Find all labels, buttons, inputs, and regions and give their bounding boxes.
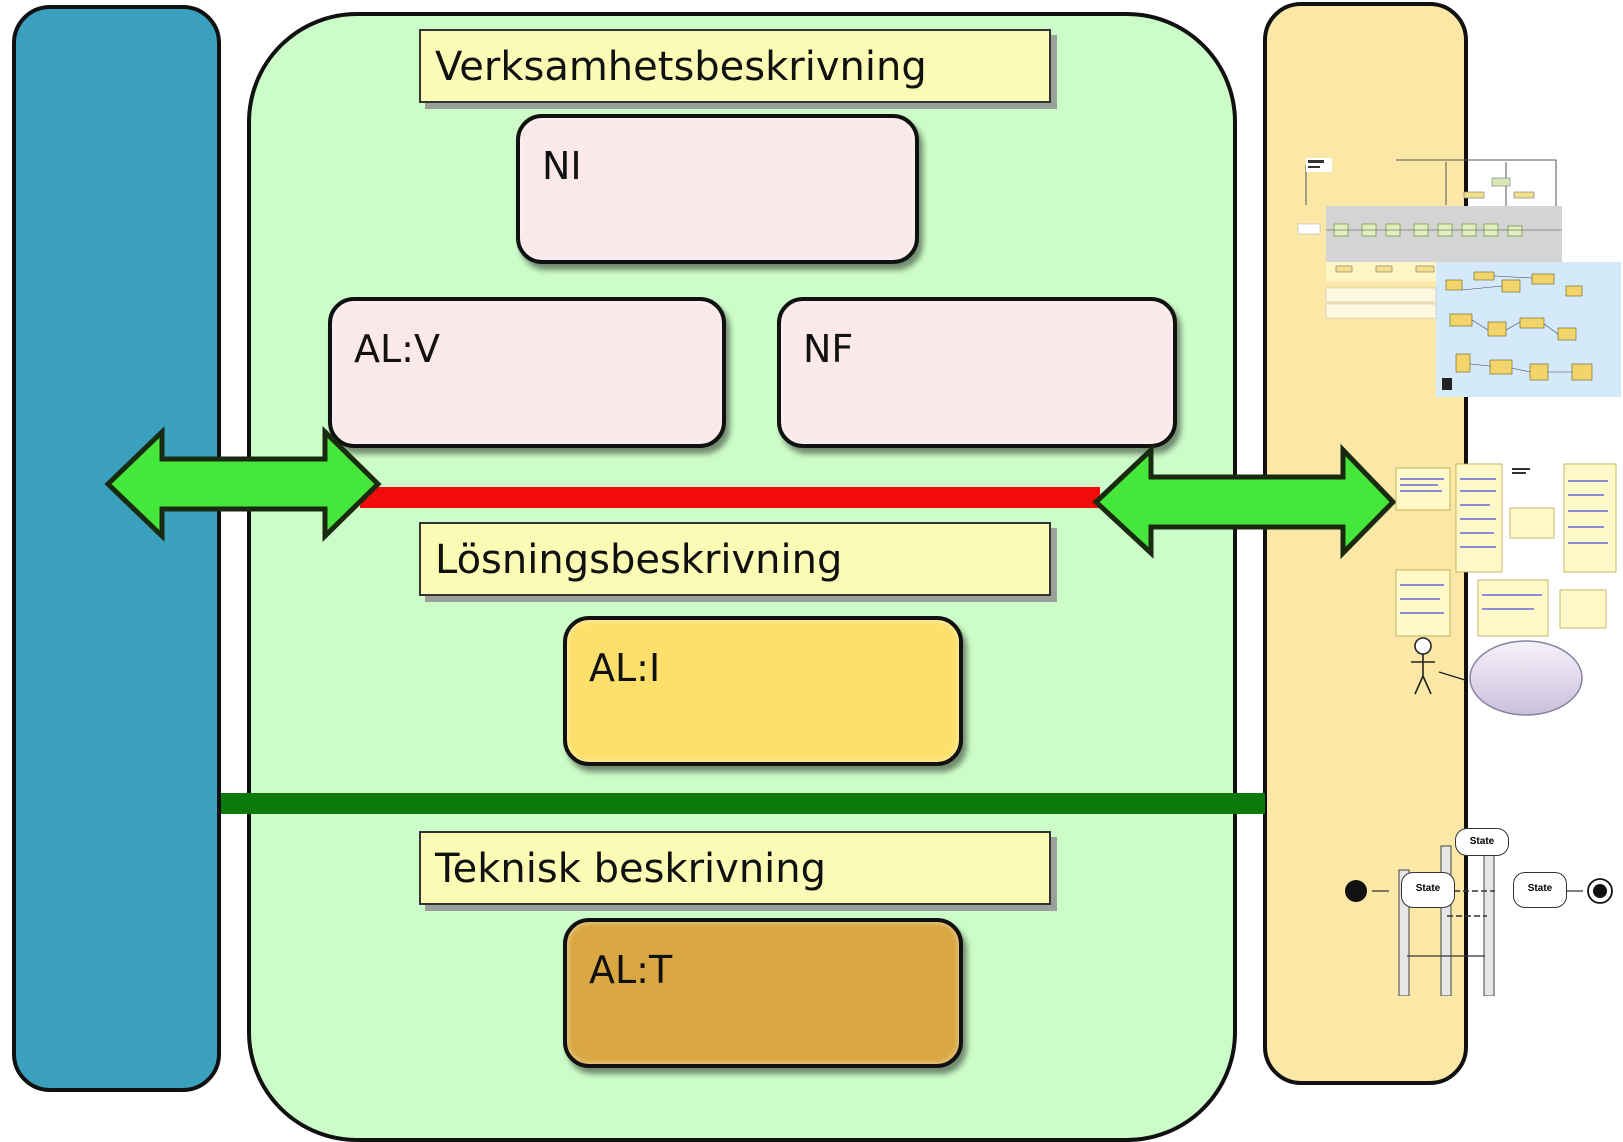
state-node-1: State	[1401, 872, 1455, 908]
use-case-thumbnail	[1411, 637, 1583, 716]
state-node-3: State	[1513, 872, 1567, 908]
green-divider-line	[221, 793, 1265, 814]
box-nf: NF	[777, 297, 1177, 448]
box-al-i: AL:I	[563, 616, 963, 766]
process-diagram-thumbnail	[1297, 158, 1621, 397]
right-double-arrow	[1092, 443, 1397, 560]
section-label-business: Verksamhetsbeskrivning	[419, 29, 1051, 103]
state-diagram-thumbnail: State State State	[1335, 826, 1623, 996]
box-ni: NI	[516, 114, 919, 264]
box-al-v: AL:V	[328, 297, 726, 448]
left-pillar	[12, 5, 221, 1092]
red-divider-line	[360, 487, 1100, 508]
section-label-technical: Teknisk beskrivning	[419, 831, 1051, 905]
section-label-solution: Lösningsbeskrivning	[419, 522, 1051, 596]
state-node-2: State	[1455, 828, 1509, 856]
class-diagram-thumbnail	[1395, 463, 1617, 637]
left-double-arrow	[104, 426, 382, 542]
box-al-t: AL:T	[563, 918, 963, 1068]
